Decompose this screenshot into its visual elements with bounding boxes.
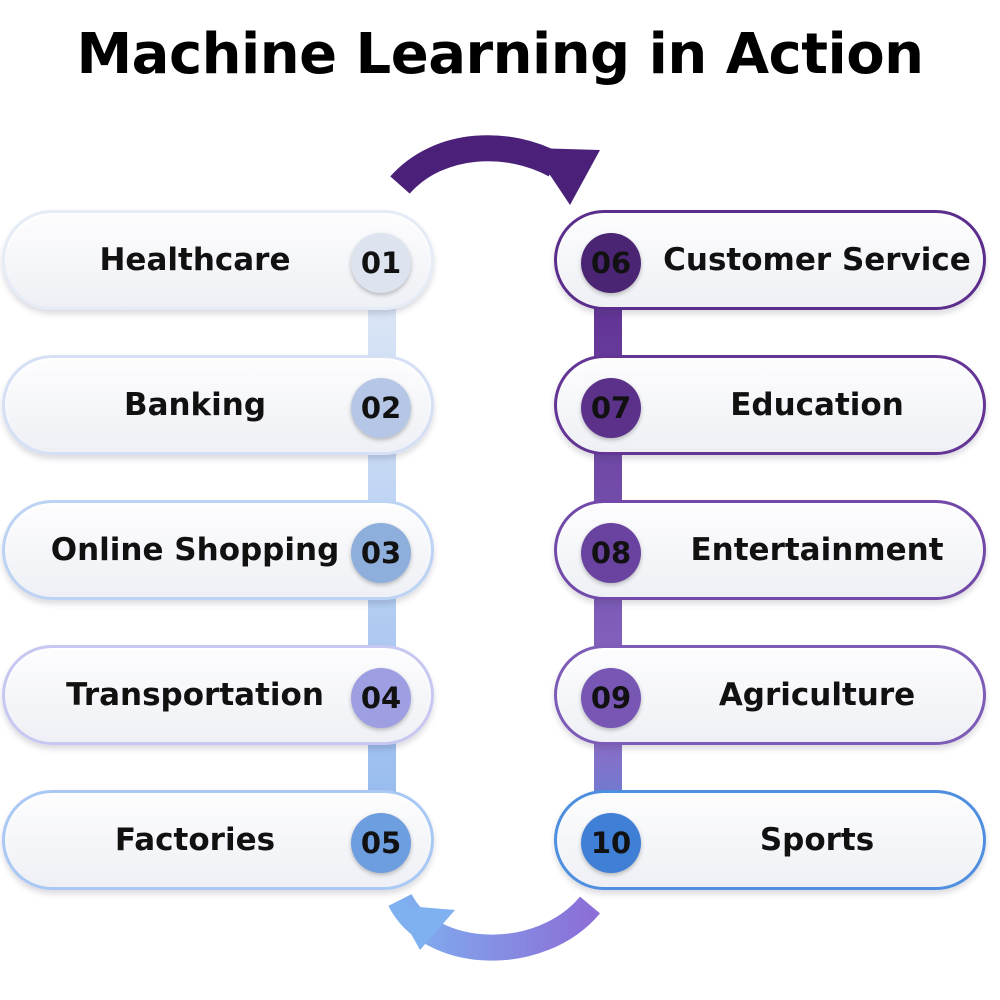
page-title: Machine Learning in Action	[76, 22, 924, 87]
item-label: Healthcare	[99, 242, 291, 278]
item-number-badge: 05	[351, 813, 411, 873]
list-item: Healthcare 01	[2, 210, 434, 310]
item-number-badge: 07	[581, 378, 641, 438]
item-number-badge: 06	[581, 233, 641, 293]
list-item: Education 07	[554, 355, 986, 455]
item-label: Sports	[759, 822, 875, 858]
item-number-badge: 09	[581, 668, 641, 728]
item-label: Online Shopping	[50, 532, 340, 568]
item-label: Education	[730, 387, 904, 423]
item-number-badge: 03	[351, 523, 411, 583]
top-arrowhead	[532, 148, 600, 205]
item-label: Banking	[123, 387, 267, 423]
list-item: Agriculture 09	[554, 645, 986, 745]
list-item: Banking 02	[2, 355, 434, 455]
item-number-badge: 02	[351, 378, 411, 438]
list-item: Factories 05	[2, 790, 434, 890]
list-item: Entertainment 08	[554, 500, 986, 600]
list-item: Transportation 04	[2, 645, 434, 745]
item-number-badge: 04	[351, 668, 411, 728]
item-label: Customer Service	[663, 242, 971, 278]
list-item: Sports 10	[554, 790, 986, 890]
item-number-badge: 01	[351, 233, 411, 293]
list-item: Customer Service 06	[554, 210, 986, 310]
item-label: Factories	[114, 822, 276, 858]
item-label: Entertainment	[690, 532, 944, 568]
list-item: Online Shopping 03	[2, 500, 434, 600]
item-label: Transportation	[66, 677, 324, 713]
bottom-arrowhead	[395, 905, 455, 950]
item-number-badge: 10	[581, 813, 641, 873]
top-arc	[390, 135, 562, 195]
item-number-badge: 08	[581, 523, 641, 583]
item-label: Agriculture	[718, 677, 916, 713]
